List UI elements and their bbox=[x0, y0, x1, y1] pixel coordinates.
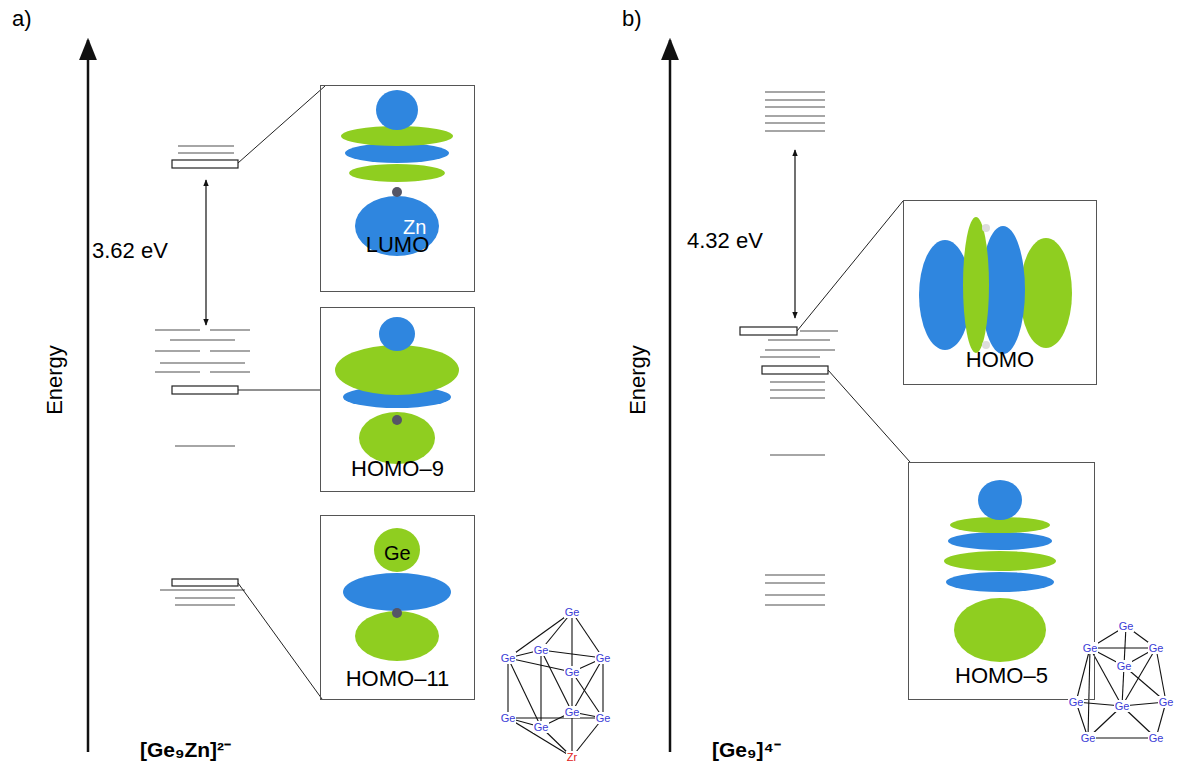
axis-label: Energy bbox=[625, 345, 651, 415]
orbital-homo bbox=[919, 217, 1072, 354]
cluster-bond bbox=[1088, 737, 1156, 738]
formula: [Ge₉Zn]²⁻ bbox=[140, 735, 231, 763]
leader-lines bbox=[238, 86, 910, 699]
energy-level bbox=[155, 329, 200, 330]
panel-label: b) bbox=[622, 6, 642, 32]
energy-level bbox=[770, 454, 825, 455]
energy-level bbox=[175, 445, 235, 446]
cluster-atom-label: Ge bbox=[595, 712, 612, 724]
energy-level bbox=[768, 339, 830, 340]
energy-level bbox=[765, 130, 825, 131]
cluster-bond bbox=[571, 612, 572, 672]
cluster-atom-label: Ge bbox=[1148, 642, 1165, 654]
energy-level bbox=[160, 362, 245, 363]
energy-level bbox=[765, 99, 825, 100]
energy-axis bbox=[669, 40, 672, 752]
orbital-box: HOMO–9 bbox=[320, 307, 475, 492]
energy-level bbox=[800, 330, 838, 331]
cluster-bond bbox=[602, 658, 603, 718]
energy-level bbox=[765, 122, 825, 123]
energy-axis bbox=[87, 40, 90, 752]
energy-level bbox=[770, 381, 825, 382]
orbital-homo-9 bbox=[335, 317, 459, 464]
energy-level bbox=[770, 397, 825, 398]
energy-level bbox=[210, 329, 250, 330]
energy-level bbox=[170, 339, 235, 340]
cluster-bond bbox=[508, 658, 572, 672]
orbital-box: HOMO–5 bbox=[908, 462, 1095, 700]
cluster-atom-label: Ge bbox=[1158, 696, 1175, 708]
energy-level bbox=[765, 91, 825, 92]
energy-level bbox=[178, 145, 234, 146]
cluster-atom-label: Ge bbox=[500, 712, 517, 724]
cluster-bond bbox=[1088, 648, 1090, 738]
orbital-lumo bbox=[341, 90, 453, 256]
cluster-atom-label: Ge bbox=[1114, 700, 1131, 712]
cluster-atom-label: Zr bbox=[566, 751, 578, 763]
cluster-bond bbox=[540, 650, 541, 727]
gap-value: 3.62 eV bbox=[92, 238, 168, 264]
cluster-atom-label: Ge bbox=[1148, 732, 1165, 744]
energy-level bbox=[160, 589, 245, 590]
cluster-atom-label: Ge bbox=[533, 644, 550, 656]
energy-level bbox=[765, 582, 825, 583]
cluster-atom-label: Ge bbox=[1080, 732, 1097, 744]
gap-arrow bbox=[794, 150, 795, 318]
cluster-atom-label: Ge bbox=[533, 721, 550, 733]
orbital-label: HOMO–9 bbox=[351, 456, 444, 482]
cluster-bond bbox=[1090, 647, 1156, 648]
formula: [Ge₉]⁴⁻ bbox=[712, 735, 781, 763]
cluster-atom-label: Ge bbox=[500, 652, 517, 664]
orbital-label: HOMO bbox=[966, 347, 1034, 373]
cluster-bond bbox=[1076, 648, 1090, 702]
gap-arrow bbox=[205, 180, 206, 325]
energy-level bbox=[210, 371, 250, 372]
cluster-atom-label: Ge bbox=[1116, 660, 1133, 672]
cluster-bond bbox=[507, 658, 508, 718]
energy-level bbox=[765, 574, 825, 575]
energy-level bbox=[175, 597, 235, 598]
gap-value: 4.32 eV bbox=[687, 228, 763, 254]
orbital-box: HOMO bbox=[903, 200, 1097, 385]
energy-level bbox=[770, 389, 825, 390]
energy-level bbox=[765, 594, 825, 595]
energy-level bbox=[175, 604, 235, 605]
cluster-bond bbox=[541, 650, 572, 712]
cluster-atom-label: Ge bbox=[564, 606, 581, 618]
highlighted-levels bbox=[172, 160, 828, 586]
orbital-label: LUMO bbox=[366, 232, 430, 258]
energy-level bbox=[155, 371, 200, 372]
cluster-bond bbox=[1156, 648, 1166, 702]
cluster-bond bbox=[508, 718, 572, 757]
cluster-atom-label: Ge bbox=[595, 652, 612, 664]
axis-label: Energy bbox=[42, 345, 68, 415]
energy-level bbox=[155, 350, 200, 351]
panel-label: a) bbox=[12, 6, 32, 32]
energy-level bbox=[210, 350, 250, 351]
energy-level bbox=[178, 152, 234, 153]
orbital-label: HOMO–11 bbox=[346, 666, 450, 692]
energy-level bbox=[765, 115, 825, 116]
energy-level bbox=[760, 356, 820, 357]
orbital-box: ZnLUMO bbox=[320, 85, 475, 292]
cluster-atom-label: Ge bbox=[564, 666, 581, 678]
cluster-bond bbox=[508, 717, 603, 718]
cluster-atom-label: Ge bbox=[1082, 642, 1099, 654]
atom-label: Ge bbox=[384, 542, 411, 565]
energy-level bbox=[765, 106, 825, 107]
orbital-homo-5 bbox=[944, 480, 1056, 662]
cluster-atom-label: Ge bbox=[1068, 696, 1085, 708]
cluster-bond bbox=[1122, 648, 1156, 706]
cluster-atom-label: Ge bbox=[564, 706, 581, 718]
orbital-box: GeHOMO–11 bbox=[320, 515, 475, 700]
cluster-atom-label: Ge bbox=[1118, 620, 1135, 632]
energy-level bbox=[765, 349, 835, 350]
orbital-homo-11 bbox=[343, 528, 451, 661]
energy-levels bbox=[155, 92, 838, 605]
cluster-bond bbox=[508, 612, 572, 658]
energy-level bbox=[765, 604, 825, 605]
orbital-label: HOMO–5 bbox=[955, 663, 1048, 689]
